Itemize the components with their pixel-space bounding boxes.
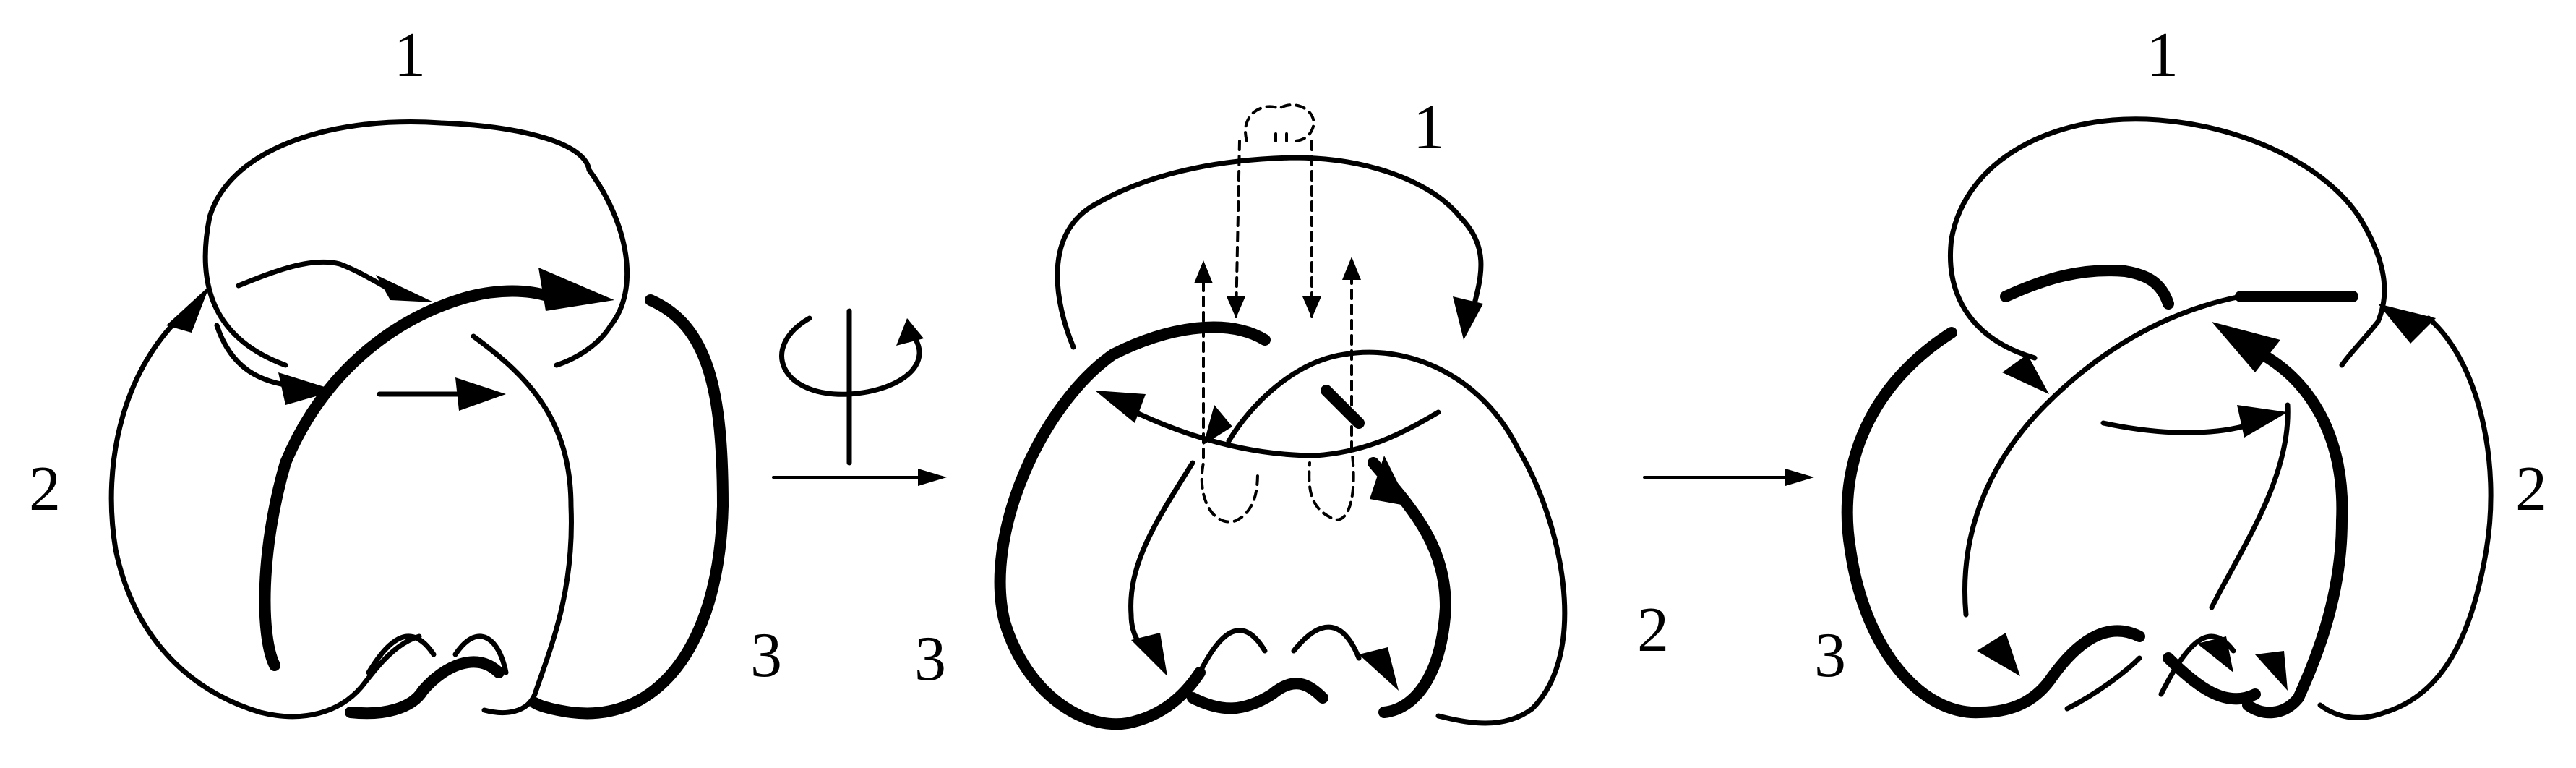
panel-3-arrowhead-left-inner-bottom [1977, 633, 2020, 676]
panel-2-dashed-arrowhead-1 [1227, 296, 1245, 318]
panel-3-arrowhead-left-inner-top [2002, 354, 2049, 394]
panel-1-strand-3-right [529, 294, 729, 720]
panel-1-label-2: 2 [29, 454, 61, 524]
panel-2-dashed-arrowhead-2 [1302, 296, 1321, 318]
panel-3-strand-left-inner [1962, 294, 2244, 618]
panel-3-strand-3-bottom [2047, 625, 2145, 682]
panel-1-arrowhead-left-inner [278, 372, 336, 405]
panel-2: 1 2 3 [914, 93, 1669, 730]
panel-3-label-3: 3 [1814, 620, 1846, 691]
panel-3-strand-3-top-arc [2000, 265, 2174, 310]
panel-3-strand-3-right-inner [2242, 341, 2348, 719]
panel-2-strand-3-bottom [1187, 678, 1328, 714]
panel-2-dashed-guide-right [1308, 140, 1355, 521]
panel-3-arrowhead-middle [2237, 405, 2288, 438]
panel-2-arrowhead-crossing-left [1095, 391, 1146, 423]
panel-1-twist-a [366, 633, 437, 675]
panel-2-arrowhead-strand-1 [1453, 296, 1483, 340]
panel-2-dashed-arrowhead-3 [1194, 260, 1213, 283]
panel-1-label-3: 3 [750, 620, 782, 691]
panel-3-arrowhead-bottom-1 [2197, 636, 2233, 673]
panel-1-arrowhead-middle [455, 377, 506, 411]
panel-2-label-2: 2 [1637, 595, 1669, 665]
panel-2-dashed-guide-top [1244, 103, 1316, 142]
panel-1-label-1: 1 [394, 20, 426, 90]
panel-1-strand-central [471, 333, 574, 715]
panel-2-strand-3-left [994, 321, 1271, 730]
panel-2-arrowhead-bottom-right [1359, 647, 1399, 691]
panel-3-strand-2-right-outer [2317, 315, 2494, 720]
panel-2-arrowhead-right-up [1370, 456, 1409, 506]
rotation-about-vertical-axis-icon [779, 308, 924, 466]
panel-3-strand-3-left-outer [1841, 327, 2058, 719]
panel-1-strand-1-loop [202, 119, 630, 368]
panel-2-strand-inner-lower [1128, 460, 1195, 661]
panel-1-strand-2-outer [108, 301, 422, 720]
panel-3-arrowhead-right-outer [2378, 304, 2436, 344]
panel-3-label-1: 1 [2147, 20, 2178, 90]
panel-2-dashed-arrowhead-4 [1342, 257, 1361, 280]
panel-3-twist-c [2163, 652, 2261, 705]
panel-1-arrowhead-upper [376, 275, 434, 302]
right-arrow-icon [1643, 469, 1814, 486]
panel-2-arrowhead-inner-upper [1203, 405, 1232, 445]
panel-2-label-1: 1 [1413, 93, 1445, 163]
panel-2-arrowhead-inner-lower [1131, 633, 1167, 676]
panel-3-strand-inner-right [2209, 402, 2291, 610]
panel-2-dashed-guide-left [1200, 140, 1259, 524]
transition-2 [1643, 469, 1814, 486]
panel-2-twist-a [1197, 628, 1268, 675]
panel-1-strand-3-bottom [345, 656, 505, 720]
panel-3-label-2: 2 [2515, 454, 2547, 524]
panel-2-strand-1-loop [1055, 155, 1484, 350]
transition-1 [772, 308, 947, 486]
panel-3-twist-a [2064, 655, 2142, 712]
panel-1-twist-b [452, 633, 509, 675]
panel-2-strand-crossing [1117, 402, 1441, 458]
panel-1-arrowhead-top-right [538, 268, 614, 311]
panel-3-strand-1-loop [1948, 116, 2387, 368]
panel-2-strand-3-inner [1321, 385, 1365, 429]
panel-3-arrowhead-right-inner [2212, 322, 2280, 372]
transition-1-arrow [772, 469, 947, 486]
panel-3-arrowhead-bottom-2 [2255, 651, 2288, 691]
panel-3: 1 2 3 [1814, 20, 2547, 720]
panel-1-strand-3-arc [259, 285, 555, 671]
panel-2-twist-b [1291, 624, 1362, 661]
panel-2-label-3: 3 [914, 624, 946, 694]
panel-1: 1 2 3 [29, 20, 782, 720]
panel-1-arrowhead-left-outer [166, 286, 210, 333]
panel-2-strand-2-right [1226, 349, 1568, 726]
panel-3-arrow-middle [2100, 420, 2258, 435]
